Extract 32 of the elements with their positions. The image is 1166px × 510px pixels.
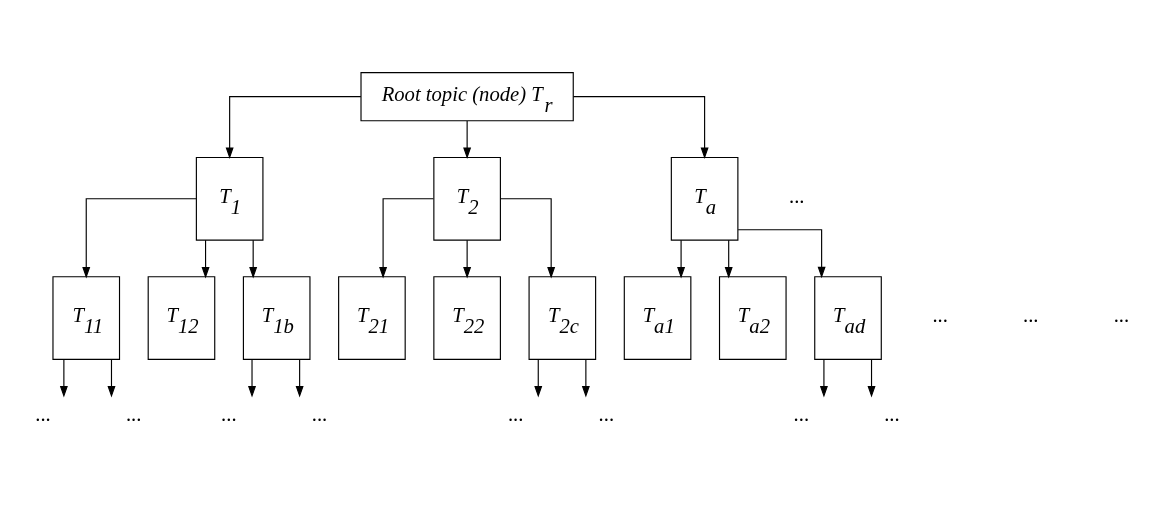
arrow bbox=[201, 239, 210, 279]
label: ... bbox=[789, 184, 805, 207]
arrow bbox=[248, 359, 257, 398]
arrow bbox=[677, 239, 686, 279]
arrow bbox=[295, 359, 304, 398]
label: ... bbox=[1114, 304, 1130, 326]
arrow bbox=[500, 198, 556, 279]
arrow bbox=[59, 359, 68, 398]
node-text: ... bbox=[599, 402, 615, 425]
arrow bbox=[107, 359, 116, 398]
node-text: ... bbox=[794, 402, 810, 425]
arrow bbox=[463, 239, 472, 279]
arrow bbox=[463, 120, 472, 159]
label: ... bbox=[932, 304, 949, 326]
arrow bbox=[867, 359, 876, 398]
arrow bbox=[225, 96, 362, 159]
arrow bbox=[82, 198, 197, 279]
arrow bbox=[737, 229, 826, 279]
node-text: ... bbox=[312, 402, 328, 425]
node-text: ... bbox=[221, 402, 238, 425]
node-text: ... bbox=[35, 402, 52, 425]
arrow bbox=[534, 359, 543, 398]
arrow bbox=[581, 359, 590, 398]
label: ... bbox=[1023, 304, 1040, 326]
arrow bbox=[249, 239, 258, 279]
node-text: ... bbox=[126, 402, 142, 425]
node-text: ... bbox=[508, 402, 524, 425]
arrow bbox=[724, 239, 733, 279]
arrow bbox=[819, 359, 828, 398]
arrow bbox=[379, 198, 434, 279]
node-text: ... bbox=[884, 402, 901, 425]
arrow bbox=[572, 96, 709, 159]
